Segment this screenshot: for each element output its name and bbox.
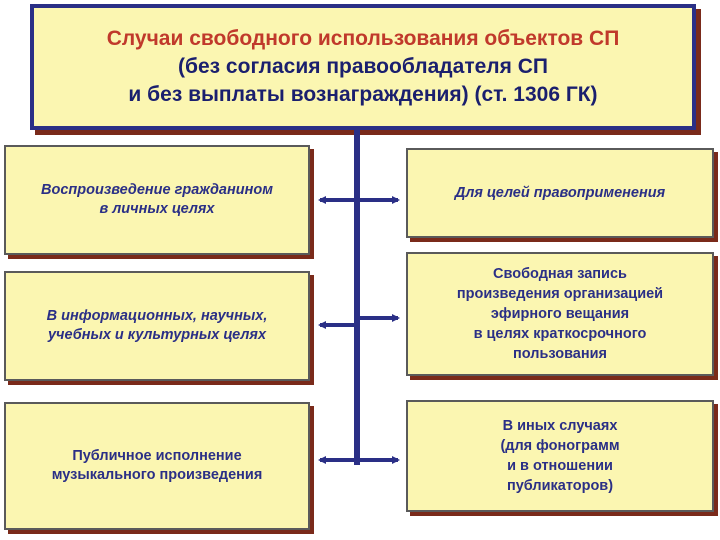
header-subtitle-line-1: (без согласия правообладателя СП: [178, 55, 548, 78]
right-box-3-line-4: публикаторов): [506, 478, 614, 494]
right-box-1: Для целей правоприменения: [406, 148, 714, 238]
left-box-1: Воспроизведение гражданином в личных цел…: [4, 145, 310, 255]
left-box-3-line-1: Публичное исполнение: [72, 448, 242, 464]
right-box-2: Свободная запись произведения организаци…: [406, 252, 714, 376]
right-box-2-line-5: пользования: [512, 346, 607, 362]
right-box-2-line-2: произведения организацией: [456, 286, 664, 302]
left-box-2: В информационных, научных, учебных и кул…: [4, 271, 310, 381]
left-box-3: Публичное исполнение музыкального произв…: [4, 402, 310, 530]
right-box-1-line-1: Для целей правоприменения: [454, 185, 666, 201]
left-box-2-line-1: В информационных, научных,: [46, 308, 268, 324]
left-box-1-line-1: Воспроизведение гражданином: [41, 182, 273, 198]
right-box-2-line-4: в целях краткосрочного: [473, 326, 647, 342]
left-box-1-line-2: в личных целях: [99, 201, 215, 217]
right-box-3-line-2: (для фонограмм: [500, 438, 620, 454]
right-box-3: В иных случаях (для фонограмм и в отноше…: [406, 400, 714, 512]
left-box-3-line-2: музыкального произведения: [51, 467, 263, 483]
header-subtitle-line-2: и без выплаты вознаграждения) (ст. 1306 …: [128, 83, 598, 106]
right-box-2-line-3: эфирного вещания: [490, 306, 630, 322]
right-box-2-line-1: Свободная запись: [493, 266, 627, 282]
trunk-line: [354, 130, 360, 465]
header-box: Случаи свободного использования объектов…: [30, 4, 696, 130]
right-box-3-line-3: и в отношении: [507, 458, 613, 474]
header-title: Случаи свободного использования объектов…: [106, 27, 620, 50]
left-box-2-line-2: учебных и культурных целях: [47, 327, 267, 343]
right-box-3-line-1: В иных случаях: [502, 418, 618, 434]
